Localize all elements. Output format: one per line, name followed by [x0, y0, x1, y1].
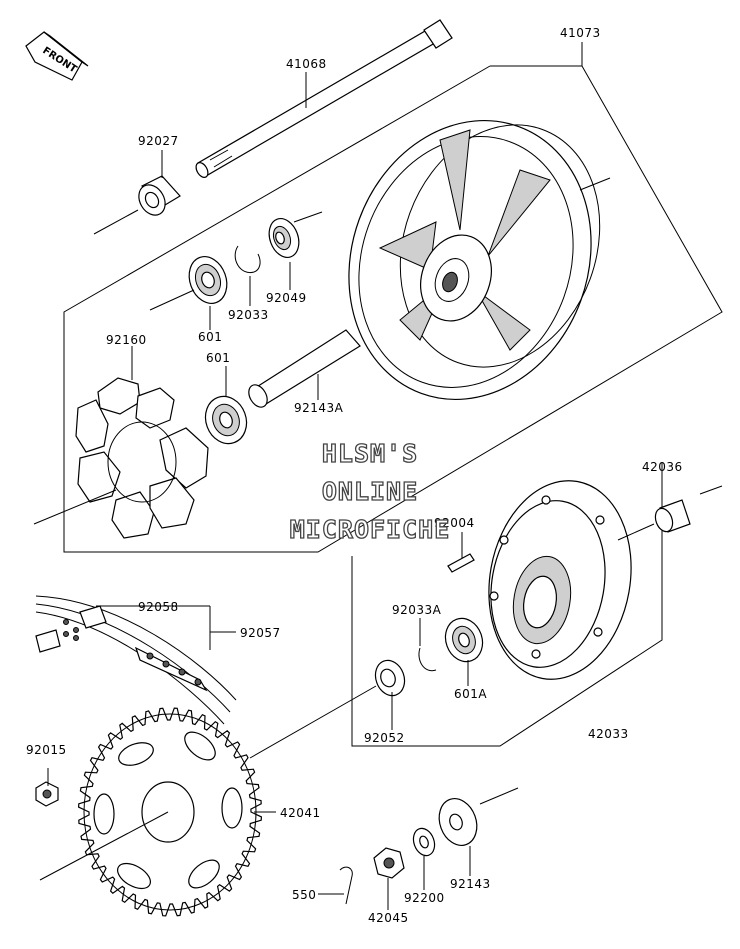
- front-direction-badge: FRONT: [25, 31, 89, 81]
- circlip-a: [418, 647, 437, 672]
- bearing-upper: [188, 256, 228, 304]
- circlip: [234, 245, 261, 274]
- cotter-pin: [339, 866, 353, 905]
- bearing-a: [444, 617, 484, 663]
- label-42036: 42036: [642, 460, 683, 474]
- label-92058: 92058: [138, 600, 179, 614]
- label-42045: 42045: [368, 911, 409, 925]
- label-92004: 92004: [434, 516, 475, 530]
- watermark-line-2: ONLINE: [322, 477, 418, 506]
- label-42033: 42033: [588, 727, 629, 741]
- axle: [195, 19, 453, 178]
- label-92160: 92160: [106, 333, 147, 347]
- label-42041: 42041: [280, 806, 321, 820]
- label-92033: 92033: [228, 308, 269, 322]
- washer: [412, 827, 436, 857]
- label-92143: 92143: [450, 877, 491, 891]
- label-92057: 92057: [240, 626, 281, 640]
- label-92027: 92027: [138, 134, 179, 148]
- rear-hub: [488, 480, 632, 680]
- label-601-lower: 601: [206, 351, 230, 365]
- hub-group-frame: [351, 462, 663, 747]
- leader-lines: [33, 42, 723, 910]
- label-601A: 601A: [454, 687, 487, 701]
- hub-damper: [75, 377, 209, 539]
- label-92015: 92015: [26, 743, 67, 757]
- oil-seal: [268, 218, 300, 258]
- watermark-line-1: HLSM'S: [322, 439, 418, 468]
- label-550: 550: [292, 888, 316, 902]
- drive-chain: [35, 595, 237, 725]
- watermark-line-3: MICROFICHE: [290, 515, 451, 544]
- label-92033A: 92033A: [392, 603, 442, 617]
- stud-bolt: [447, 553, 475, 573]
- rear-wheel: [348, 119, 601, 401]
- collar: [138, 175, 181, 216]
- hub-collar: [654, 499, 691, 533]
- label-92200: 92200: [404, 891, 445, 905]
- distance-collar: [248, 329, 361, 408]
- master-link: [35, 605, 107, 653]
- label-92052: 92052: [364, 731, 405, 745]
- part-labels: 41073 41068 92027 92049 92033 601 92160 …: [26, 26, 683, 925]
- label-92049: 92049: [266, 291, 307, 305]
- axle-collar: [438, 798, 478, 846]
- watermark: HLSM'S ONLINE MICROFICHE: [289, 438, 451, 544]
- label-92143A: 92143A: [294, 401, 344, 415]
- axle-nut: [373, 847, 405, 879]
- sprocket-nut: [35, 781, 59, 807]
- label-41068: 41068: [286, 57, 327, 71]
- label-601-upper: 601: [198, 330, 222, 344]
- hub-oil-seal: [374, 659, 406, 697]
- label-41073: 41073: [560, 26, 601, 40]
- rear-sprocket: [77, 707, 263, 917]
- bearing-lower: [204, 395, 248, 445]
